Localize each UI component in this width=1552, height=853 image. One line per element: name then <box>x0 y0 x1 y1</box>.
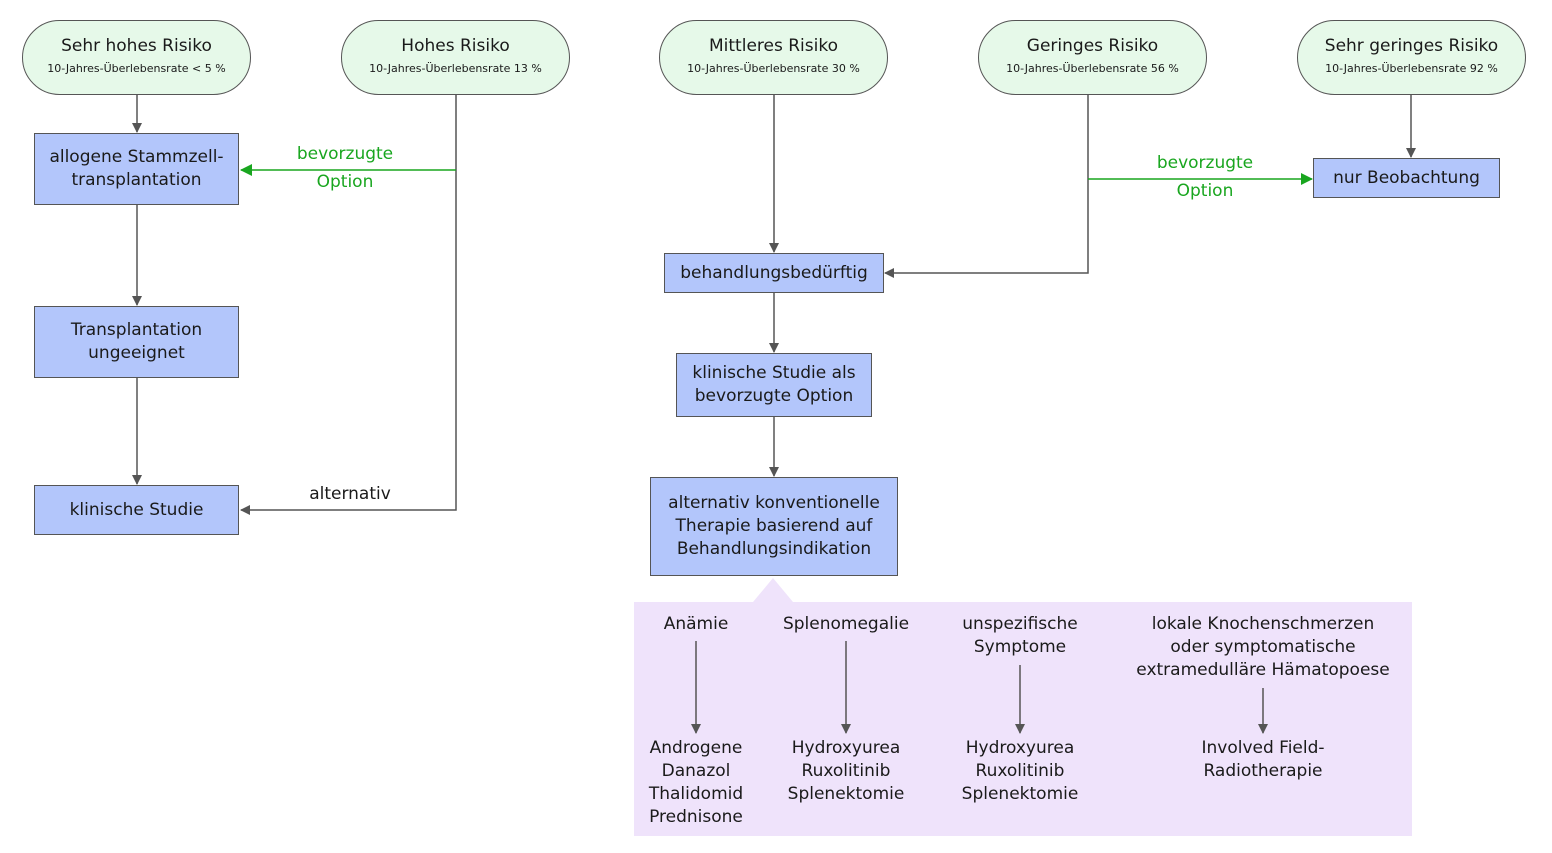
risk-rate: 10-Jahres-Überlebensrate < 5 % <box>47 62 226 75</box>
symptom-bone-pain: lokale Knochenschmerzen oder symptomatis… <box>1136 614 1390 680</box>
risk-high: Hohes Risiko 10-Jahres-Überlebensrate 13… <box>341 20 570 95</box>
risk-title: Geringes Risiko <box>1026 36 1159 56</box>
node-treatment-needed: behandlungsbedürftig <box>664 253 884 293</box>
label-alternative: alternativ <box>309 484 391 504</box>
symptom-splenomegaly: Splenomegalie <box>782 614 910 634</box>
risk-title: Hohes Risiko <box>401 36 510 56</box>
symptom-anemia: Anämie <box>663 614 729 634</box>
node-transplant-unfit: Transplantation ungeeignet <box>34 306 239 378</box>
risk-rate: 10-Jahres-Überlebensrate 56 % <box>1006 62 1179 75</box>
risk-title: Sehr hohes Risiko <box>61 36 212 56</box>
risk-very-high: Sehr hohes Risiko 10-Jahres-Überlebensra… <box>22 20 251 95</box>
panel-pointer <box>753 578 793 602</box>
risk-title: Sehr geringes Risiko <box>1324 36 1499 56</box>
therapy-bone-pain: Involved Field- Radiotherapie <box>1201 738 1325 781</box>
node-clinical-trial: klinische Studie <box>34 485 239 535</box>
therapy-unspecific: Hydroxyurea Ruxolitinib Splenektomie <box>961 738 1079 804</box>
risk-low: Geringes Risiko 10-Jahres-Überlebensrate… <box>978 20 1207 95</box>
arrow-high-alternative <box>240 95 457 515</box>
risk-very-low: Sehr geringes Risiko 10-Jahres-Überleben… <box>1297 20 1526 95</box>
symptom-unspecific: unspezifische Symptome <box>962 614 1078 657</box>
node-allogeneic-transplant: allogene Stammzell- transplantation <box>34 133 239 205</box>
indication-panel <box>634 602 1412 836</box>
node-conventional-therapy: alternativ konventionelle Therapie basie… <box>650 477 898 576</box>
risk-medium: Mittleres Risiko 10-Jahres-Überlebensrat… <box>659 20 888 95</box>
therapy-splenomegaly: Hydroxyurea Ruxolitinib Splenektomie <box>787 738 905 804</box>
risk-title: Mittleres Risiko <box>709 36 838 56</box>
risk-rate: 10-Jahres-Überlebensrate 92 % <box>1325 62 1498 75</box>
label-preferred-option-right: bevorzugte Option <box>1156 153 1254 201</box>
risk-rate: 10-Jahres-Überlebensrate 13 % <box>369 62 542 75</box>
label-preferred-option-left: bevorzugte Option <box>296 144 394 192</box>
arrow-low-to-treatment <box>884 95 1089 278</box>
node-observation-only: nur Beobachtung <box>1313 158 1500 198</box>
node-trial-preferred: klinische Studie als bevorzugte Option <box>676 353 872 417</box>
therapy-anemia: Androgene Danazol Thalidomid Prednisone <box>648 738 744 827</box>
risk-rate: 10-Jahres-Überlebensrate 30 % <box>687 62 860 75</box>
